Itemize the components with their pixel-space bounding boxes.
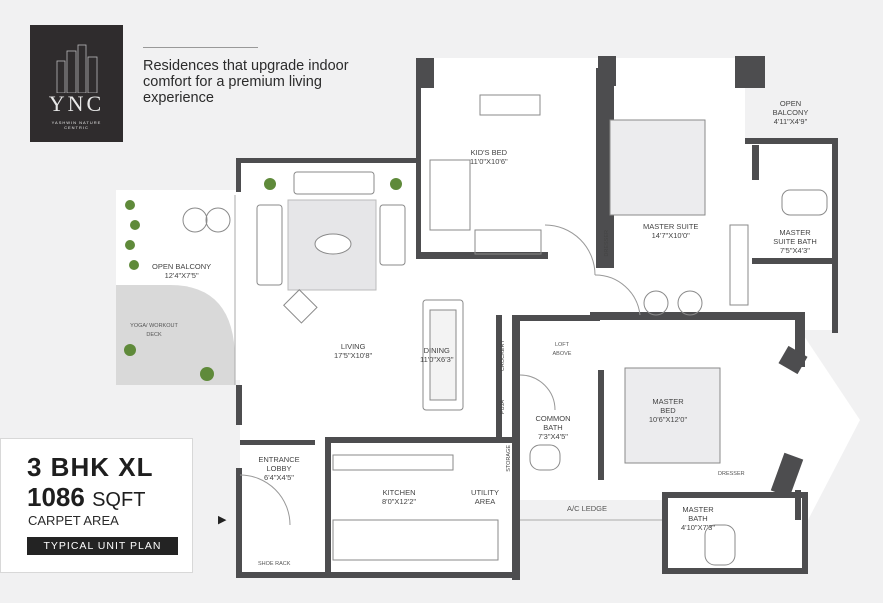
ac-ledge-label: A/C LEDGE bbox=[567, 504, 608, 513]
furniture bbox=[182, 94, 828, 566]
yoga-deck bbox=[116, 285, 235, 385]
storage-label: STORAGE bbox=[506, 445, 512, 472]
entrance-arrow-icon: ▶ bbox=[218, 514, 227, 526]
walls bbox=[236, 56, 838, 580]
shoe-rack-label: SHOE RACK bbox=[258, 561, 291, 567]
dresser-left-label: DRESSER bbox=[604, 230, 610, 257]
room-utility: UTILITY AREA bbox=[471, 488, 499, 506]
area-type: CARPET AREA bbox=[28, 513, 119, 528]
logo-wordmark: YNC bbox=[48, 91, 105, 116]
area-figure: 1086 SQFT bbox=[27, 482, 145, 513]
tagline-divider bbox=[143, 47, 258, 48]
area-unit: SQFT bbox=[92, 489, 146, 511]
plants bbox=[124, 178, 402, 381]
bhk-title: 3 BHK XL bbox=[27, 452, 154, 482]
yoga-deck-label: YOGA/ WORKOUT DECK bbox=[130, 323, 178, 338]
skyline-icon bbox=[56, 44, 98, 93]
door-swings bbox=[239, 224, 641, 526]
dresser-right-label: DRESSER bbox=[718, 471, 745, 477]
area-number: 1086 bbox=[27, 482, 85, 512]
loft-label: LOFT ABOVE bbox=[552, 342, 572, 357]
brand-logo: YNC YASHWIN NATURE CENTRIC bbox=[30, 25, 123, 142]
crockery-label: CROCKERY bbox=[500, 340, 506, 372]
plan-type-badge: TYPICAL UNIT PLAN bbox=[27, 537, 178, 555]
puja-label: PUJA bbox=[500, 400, 506, 415]
tagline: Residences that upgrade indoor comfort f… bbox=[143, 58, 349, 106]
logo-subtitle: YASHWIN NATURE CENTRIC bbox=[51, 120, 102, 130]
